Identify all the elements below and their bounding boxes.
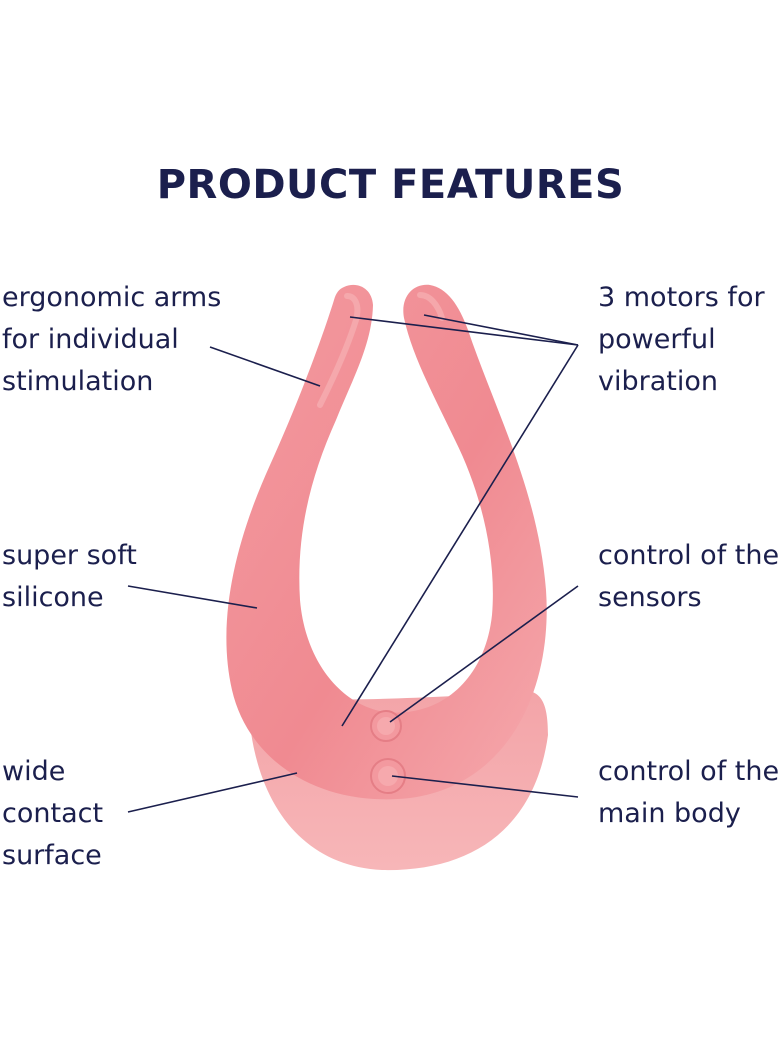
feature-ergonomic-arms: ergonomic arms for individual stimulatio… [2, 282, 222, 397]
page-title: PRODUCT FEATURES [156, 162, 625, 208]
leader-lines [127, 314, 579, 813]
leader-line-silicone [127, 585, 258, 609]
feature-motors: 3 motors for powerful vibration [598, 282, 765, 397]
feature-main-body-control: control of the main body [598, 756, 780, 829]
right-arm-highlight [417, 292, 445, 321]
feature-sensor-control: control of the sensors [598, 540, 780, 613]
leader-line-motors-left [349, 316, 579, 346]
leader-line-surface [127, 772, 298, 813]
feature-contact-surface: wide contact surface [2, 756, 104, 871]
feature-soft-silicone: super soft silicone [2, 540, 137, 613]
leader-line-arms [209, 346, 321, 387]
left-arm-highlight [317, 293, 361, 408]
leader-line-motors-center [341, 344, 579, 727]
leader-line-motors-right [423, 314, 579, 346]
leader-line-main-body [391, 775, 579, 798]
product-body-shape [226, 284, 547, 800]
leader-line-sensors [389, 585, 579, 723]
